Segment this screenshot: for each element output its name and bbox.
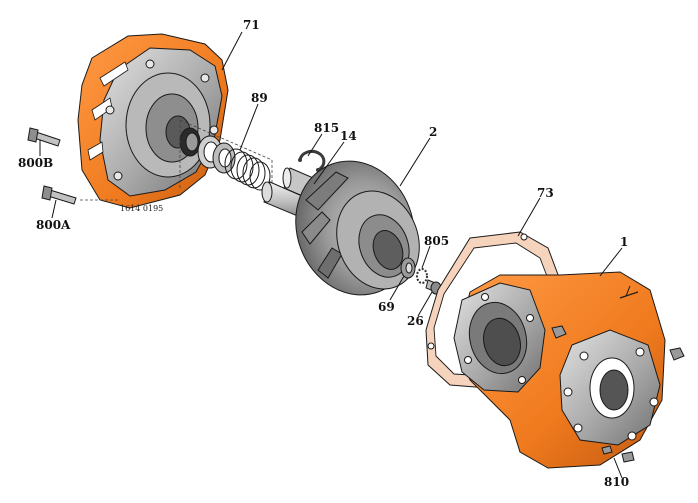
callout-800B: 800B [18, 156, 53, 170]
back-cover-part-71 [77, 33, 229, 209]
callout-805: 805 [424, 234, 449, 248]
lock-washer-part-805 [416, 268, 428, 284]
callout-800A: 800A [36, 218, 71, 232]
bolt-part-800B [27, 127, 61, 147]
leader-lines [39, 31, 623, 479]
mechanical-seal-part-89 [179, 119, 273, 200]
callout-26: 26 [407, 314, 424, 328]
circlip-part-815 [298, 149, 326, 172]
callout-73: 73 [537, 186, 554, 200]
washer-part-69 [400, 257, 416, 279]
callout-69: 69 [378, 300, 395, 314]
callout-815: 815 [314, 121, 339, 135]
bolt-part-800A [41, 185, 77, 205]
nuts-part-810 [551, 325, 685, 463]
impeller-part-2 [295, 160, 420, 296]
callout-810: 810 [604, 475, 629, 489]
pump-casing-part-1 [453, 271, 666, 469]
callout-71: 71 [243, 18, 260, 32]
callout-2: 2 [429, 125, 437, 139]
callout-labels: 71 89 815 14 2 73 1 805 69 26 800B 800A … [18, 18, 629, 489]
callout-14: 14 [340, 129, 357, 143]
drawing-number: 1614 0195 [120, 204, 163, 213]
callout-89: 89 [251, 91, 268, 105]
callout-1: 1 [620, 235, 628, 249]
